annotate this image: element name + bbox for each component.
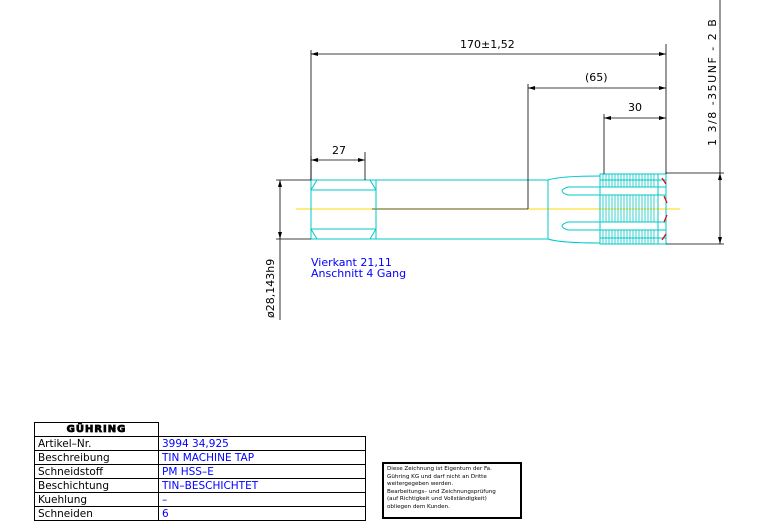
square-note: Vierkant 21,11 (311, 256, 392, 269)
tap-outline (310, 173, 667, 245)
overall-length-label: 170±1,52 (460, 38, 515, 51)
flutes-label: Schneiden (34, 506, 159, 521)
material-label: Schneidstoff (34, 464, 159, 479)
chamfer-marks (661, 177, 668, 241)
description-label: Beschreibung (34, 450, 159, 465)
thread-hatching (602, 174, 655, 244)
cooling-label: Kuehlung (34, 492, 159, 507)
notice-line: obliegen dem Kunden. (387, 503, 450, 510)
shank-diameter-label: ø28,143h9 (264, 259, 277, 318)
notice-line: Gühring KG und darf nicht an Dritte (387, 473, 487, 480)
notice-line: Bearbeitungs– und Zeichnungsprüfung (387, 488, 496, 495)
guhring-logo: GÜHRING (34, 422, 159, 437)
dimension-arrows (278, 52, 722, 244)
title-block: GÜHRING Artikel–Nr. 3994 34,925 Beschrei… (34, 422, 366, 521)
table-row: Schneidstoff PM HSS–E (34, 464, 366, 479)
coating-value: TIN–BESCHICHTET (158, 478, 366, 493)
shank-length-label: (65) (585, 71, 608, 84)
table-row: Beschichtung TIN–BESCHICHTET (34, 478, 366, 493)
ownership-notice: Diese Zeichnung ist Eigentum der Fa. Güh… (382, 462, 522, 519)
table-row: Kuehlung – (34, 492, 366, 507)
article-number-label: Artikel–Nr. (34, 436, 159, 451)
cooling-value: – (158, 492, 366, 507)
table-row: Artikel–Nr. 3994 34,925 (34, 436, 366, 451)
coating-label: Beschichtung (34, 478, 159, 493)
thread-length-label: 30 (628, 101, 642, 114)
thread-spec-label: 1 3/8 -35UNF - 2 B (706, 18, 719, 146)
square-length-label: 27 (332, 144, 346, 157)
notice-line: Diese Zeichnung ist Eigentum der Fa. (387, 466, 492, 472)
table-row: Schneiden 6 (34, 506, 366, 521)
flutes-value: 6 (158, 506, 366, 521)
description-value: TIN MACHINE TAP (158, 450, 366, 465)
article-number-value: 3994 34,925 (158, 436, 366, 451)
notice-line: weitergegeben werden. (387, 481, 454, 488)
chamfer-note: Anschnitt 4 Gang (311, 267, 406, 280)
notice-line: (auf Richtigkeit und Vollständigkeit) (387, 496, 487, 503)
dimension-lines (276, 0, 724, 320)
material-value: PM HSS–E (158, 464, 366, 479)
table-row: Beschreibung TIN MACHINE TAP (34, 450, 366, 465)
